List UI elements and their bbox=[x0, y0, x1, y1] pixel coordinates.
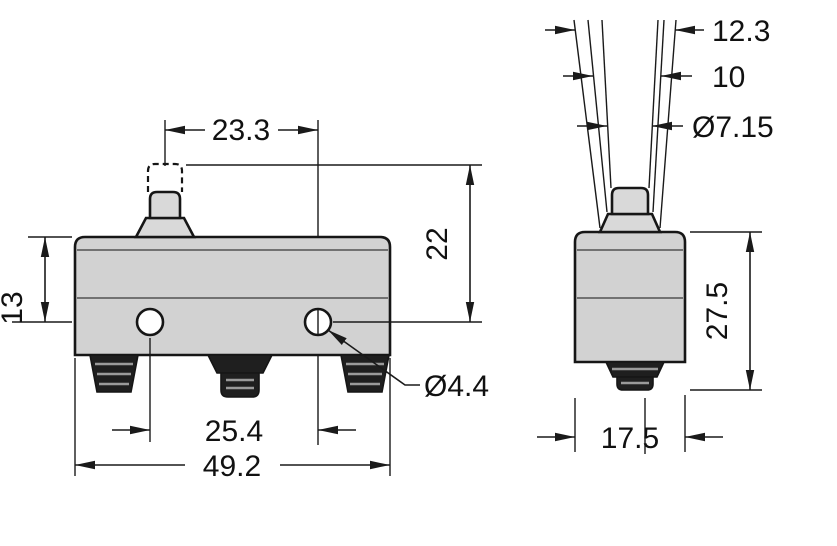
dim-label-overall-depth: 17.5 bbox=[601, 422, 659, 455]
plunger-travel-ghost bbox=[146, 162, 184, 192]
switch-body bbox=[73, 235, 392, 357]
dim-label-overall-height: 27.5 bbox=[701, 282, 734, 340]
dim-overall-depth: 17.5 bbox=[537, 395, 723, 455]
terminal-center-flange bbox=[206, 354, 274, 374]
dim-plunger-base-width: 12.3 bbox=[545, 15, 770, 48]
dim-label-hole-diameter: Ø4.4 bbox=[424, 370, 489, 403]
dim-hole-spacing: 25.4 bbox=[112, 338, 356, 448]
terminal-side bbox=[604, 361, 666, 391]
extension-line bbox=[573, 19, 601, 229]
extension-line bbox=[601, 19, 612, 189]
plunger bbox=[133, 162, 197, 239]
plunger-extension-lines bbox=[573, 19, 677, 229]
dim-label-plunger-tip-diameter: Ø7.15 bbox=[692, 111, 774, 144]
dim-label-plunger-mid-width: 10 bbox=[712, 61, 745, 94]
label-hole-diameter: Ø4.4 bbox=[327, 329, 489, 403]
dim-label-hole-spacing: 25.4 bbox=[205, 415, 263, 448]
mounting-hole-left bbox=[135, 307, 165, 337]
switch-body-side bbox=[573, 230, 687, 364]
plunger-side-collar bbox=[597, 212, 663, 234]
dim-overall-width: 49.2 bbox=[74, 358, 391, 483]
leader-line bbox=[327, 329, 420, 386]
terminals-front bbox=[89, 354, 390, 398]
dim-label-body-top-to-hole: 13 bbox=[0, 291, 29, 324]
dim-label-top-to-hole: 22 bbox=[421, 227, 454, 260]
dim-label-plunger-to-hole: 23.3 bbox=[212, 114, 270, 147]
front-view: 23.3 22 13 25.4 bbox=[0, 114, 489, 483]
dim-overall-height: 27.5 bbox=[690, 231, 762, 391]
extension-line bbox=[648, 19, 659, 189]
dim-plunger-to-hole: 23.3 bbox=[165, 114, 318, 147]
plunger-side bbox=[597, 186, 663, 234]
plunger-side-cap bbox=[610, 186, 650, 216]
plunger-cap bbox=[148, 190, 182, 220]
dim-plunger-tip-diameter: Ø7.15 bbox=[577, 111, 774, 144]
dim-label-plunger-base-width: 12.3 bbox=[712, 15, 770, 48]
dim-plunger-mid-width: 10 bbox=[563, 61, 745, 94]
plunger-collar bbox=[133, 216, 197, 239]
dim-body-top-to-hole: 13 bbox=[0, 236, 72, 325]
dim-label-overall-width: 49.2 bbox=[203, 450, 261, 483]
dim-top-to-hole-center: 22 bbox=[186, 164, 482, 323]
terminal-center-block bbox=[220, 372, 260, 398]
side-view: 12.3 10 Ø7.15 27.5 17 bbox=[537, 15, 774, 455]
extension-line bbox=[652, 19, 665, 213]
extension-line bbox=[587, 19, 608, 213]
